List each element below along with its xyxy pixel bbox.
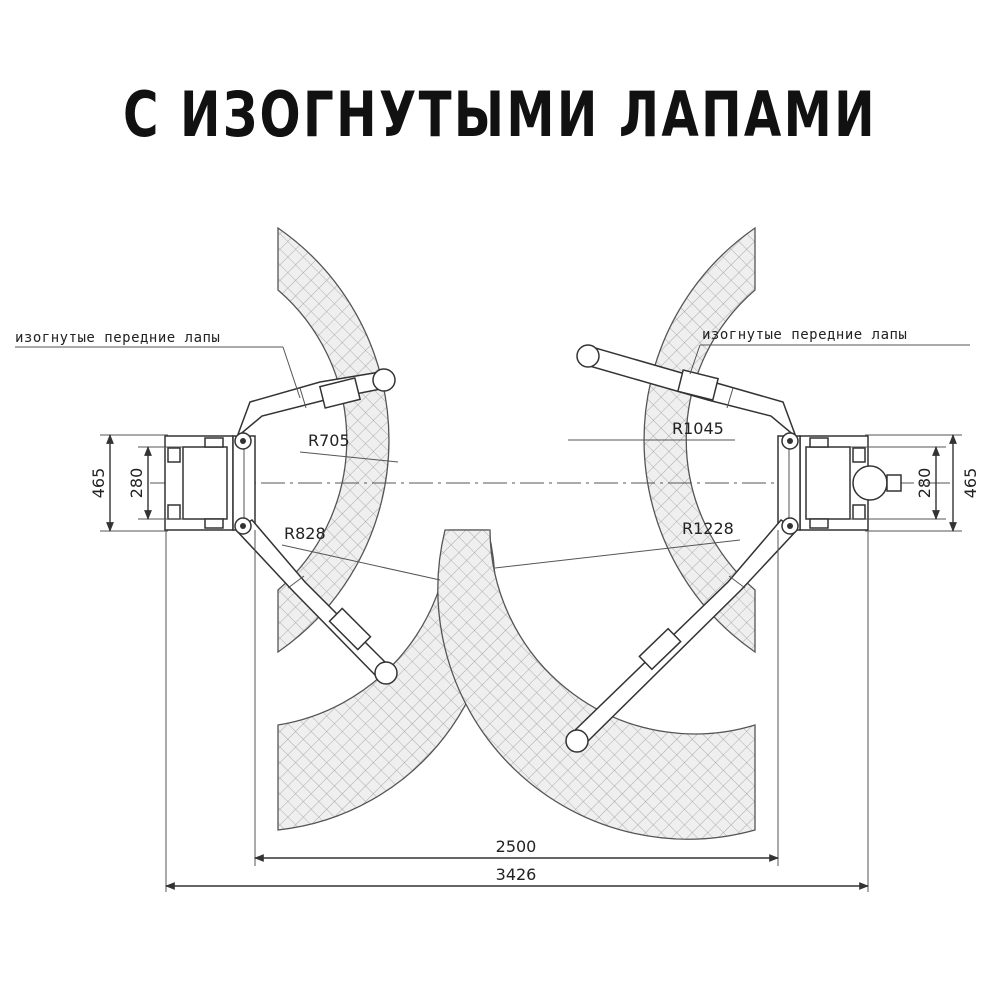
overall-depth-right: 465 (961, 468, 980, 499)
left-front-arm (234, 368, 396, 450)
r1228-leader (494, 539, 741, 569)
motor-unit (852, 465, 902, 501)
left-depth-dimensions (100, 434, 183, 532)
page-title: С ИЗОГНУТЫМИ ЛАПАМИ (123, 78, 877, 151)
arm-note-left: изогнутые передние лапы (15, 330, 220, 346)
r828-leader (281, 544, 441, 581)
arm-note-right: изогнутые передние лапы (702, 327, 907, 343)
r1228-label: R1228 (682, 519, 734, 538)
overall-depth-left: 465 (89, 468, 108, 499)
r705-label: R705 (308, 431, 350, 450)
right-depth-dimensions (850, 434, 962, 532)
overall-width-label: 3426 (496, 865, 537, 884)
left-rear-arm (234, 517, 398, 685)
r828-label: R828 (284, 524, 326, 543)
r705-leader (299, 451, 399, 463)
width-dimensions (165, 530, 869, 892)
inner-width-label: 2500 (496, 837, 537, 856)
right-rear-arm (565, 517, 799, 753)
r1045-label: R1045 (672, 419, 724, 438)
swing-zone-right-rear (437, 529, 756, 840)
post-depth-left: 280 (127, 468, 146, 499)
right-front-arm (576, 344, 799, 450)
left-post (164, 435, 256, 531)
post-depth-right: 280 (915, 468, 934, 499)
